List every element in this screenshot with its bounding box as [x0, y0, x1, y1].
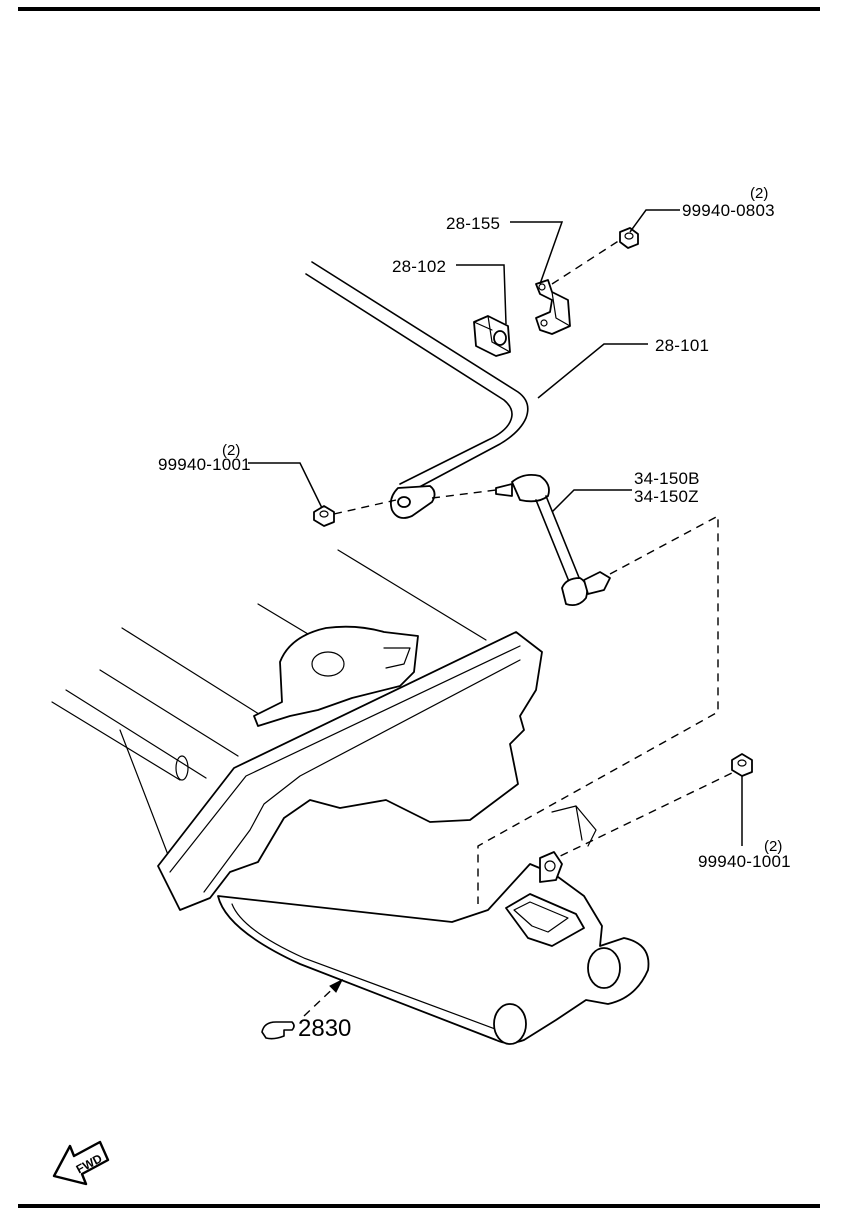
reference-callout[interactable]: 2830	[261, 978, 351, 1042]
label-28-155: 28-155	[446, 214, 500, 233]
callout-link-nut-upper: (2) 99940-1001	[158, 442, 251, 474]
qty-99940-0803: (2)	[750, 185, 768, 202]
vehicle-frame	[51, 549, 650, 1045]
reference-2830: 2830	[298, 1015, 351, 1042]
label-99940-0803: 99940-0803	[682, 201, 775, 220]
label-34-150Z: 34-150Z	[634, 487, 699, 506]
leader-lines	[248, 209, 743, 846]
bushing[interactable]	[473, 315, 511, 357]
fwd-arrow: FWD	[52, 1140, 110, 1186]
link-nut-upper[interactable]	[313, 505, 335, 527]
label-34-150B: 34-150B	[634, 469, 700, 488]
assembly-lines	[333, 239, 735, 904]
qty-99940-1001-lower: (2)	[764, 838, 782, 855]
stabilizer-link[interactable]	[495, 473, 611, 607]
callout-bracket: 28-155	[446, 214, 500, 233]
label-28-102: 28-102	[392, 257, 446, 276]
bracket[interactable]	[535, 279, 571, 335]
pointing-hand-icon	[261, 1021, 295, 1040]
callout-bushing: 28-102	[392, 257, 446, 276]
forward-arrow-icon	[52, 1140, 110, 1186]
label-28-101: 28-101	[655, 336, 709, 355]
link-nut-lower[interactable]	[731, 753, 753, 777]
label-99940-1001-upper: 99940-1001	[158, 455, 251, 474]
callout-bracket-nut: (2) 99940-0803	[682, 185, 775, 220]
label-99940-1001-lower: 99940-1001	[698, 852, 791, 871]
callout-stabilizer: 28-101	[655, 336, 709, 355]
qty-99940-1001-upper: (2)	[222, 442, 240, 459]
bracket-nut[interactable]	[619, 227, 639, 249]
stabilizer-bar[interactable]	[305, 261, 529, 519]
callout-link: 34-150B 34-150Z	[634, 469, 700, 506]
callout-link-nut-lower: (2) 99940-1001	[698, 838, 791, 871]
